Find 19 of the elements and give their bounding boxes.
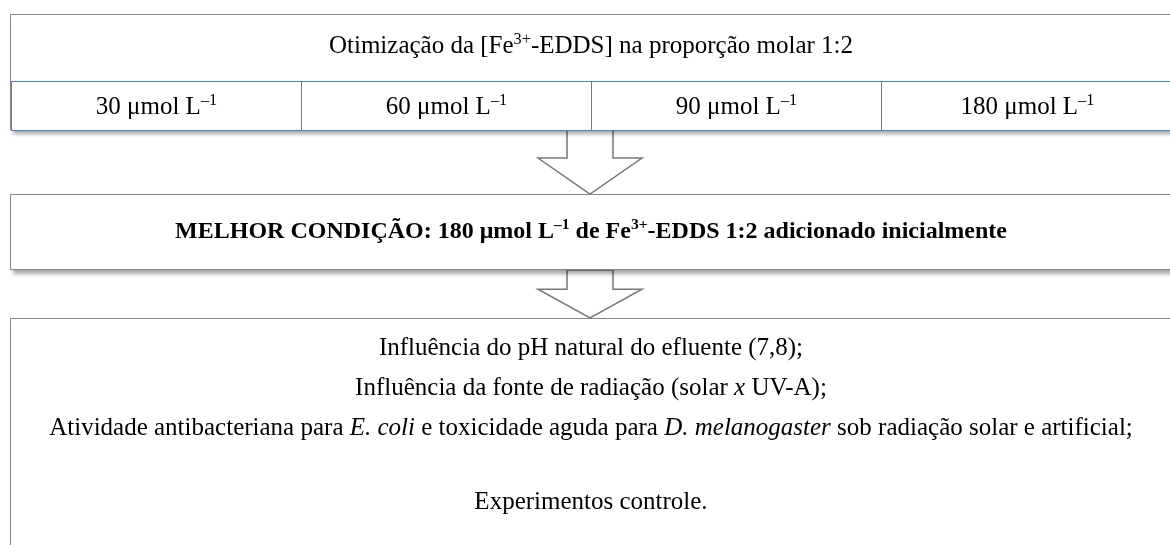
cell-text: 60 μmol L$^{–1}$ — [385, 91, 508, 121]
heading-text: MELHOR CONDIÇÃO: 180 μmol L$^{–1}$ de Fe$^{3+}$-EDDS 1:2 adicionado inicialmente — [174, 217, 1008, 245]
cell-text: 180 μmol L$^{–1}$ — [960, 91, 1095, 121]
cell-text: 90 μmol L$^{–1}$ — [675, 91, 798, 121]
block-arrow — [535, 269, 645, 319]
process-box — [10, 318, 1170, 545]
text-line: Experimentos controle. — [473, 487, 709, 516]
text-line: Atividade antibacteriana para E. coli e toxicidade aguda para D. melanogaster sob radiação solar e artificial; — [48, 413, 1134, 442]
text-line: Influência da fonte de radiação (solar x UV-A); — [354, 373, 828, 402]
table-cell — [301, 81, 592, 131]
table-cell — [881, 81, 1170, 131]
text-line: Influência do pH natural do efluente (7,8); — [377, 333, 805, 362]
block-arrow — [535, 129, 645, 195]
cell-text: 30 μmol L$^{–1}$ — [95, 91, 218, 121]
process-box — [10, 14, 1170, 130]
table-cell — [11, 81, 302, 131]
heading-text: Otimização da [Fe$^{3+}$-EDDS] na proporção molar 1:2 — [327, 31, 855, 60]
process-box — [10, 194, 1170, 270]
table-cell — [591, 81, 882, 131]
